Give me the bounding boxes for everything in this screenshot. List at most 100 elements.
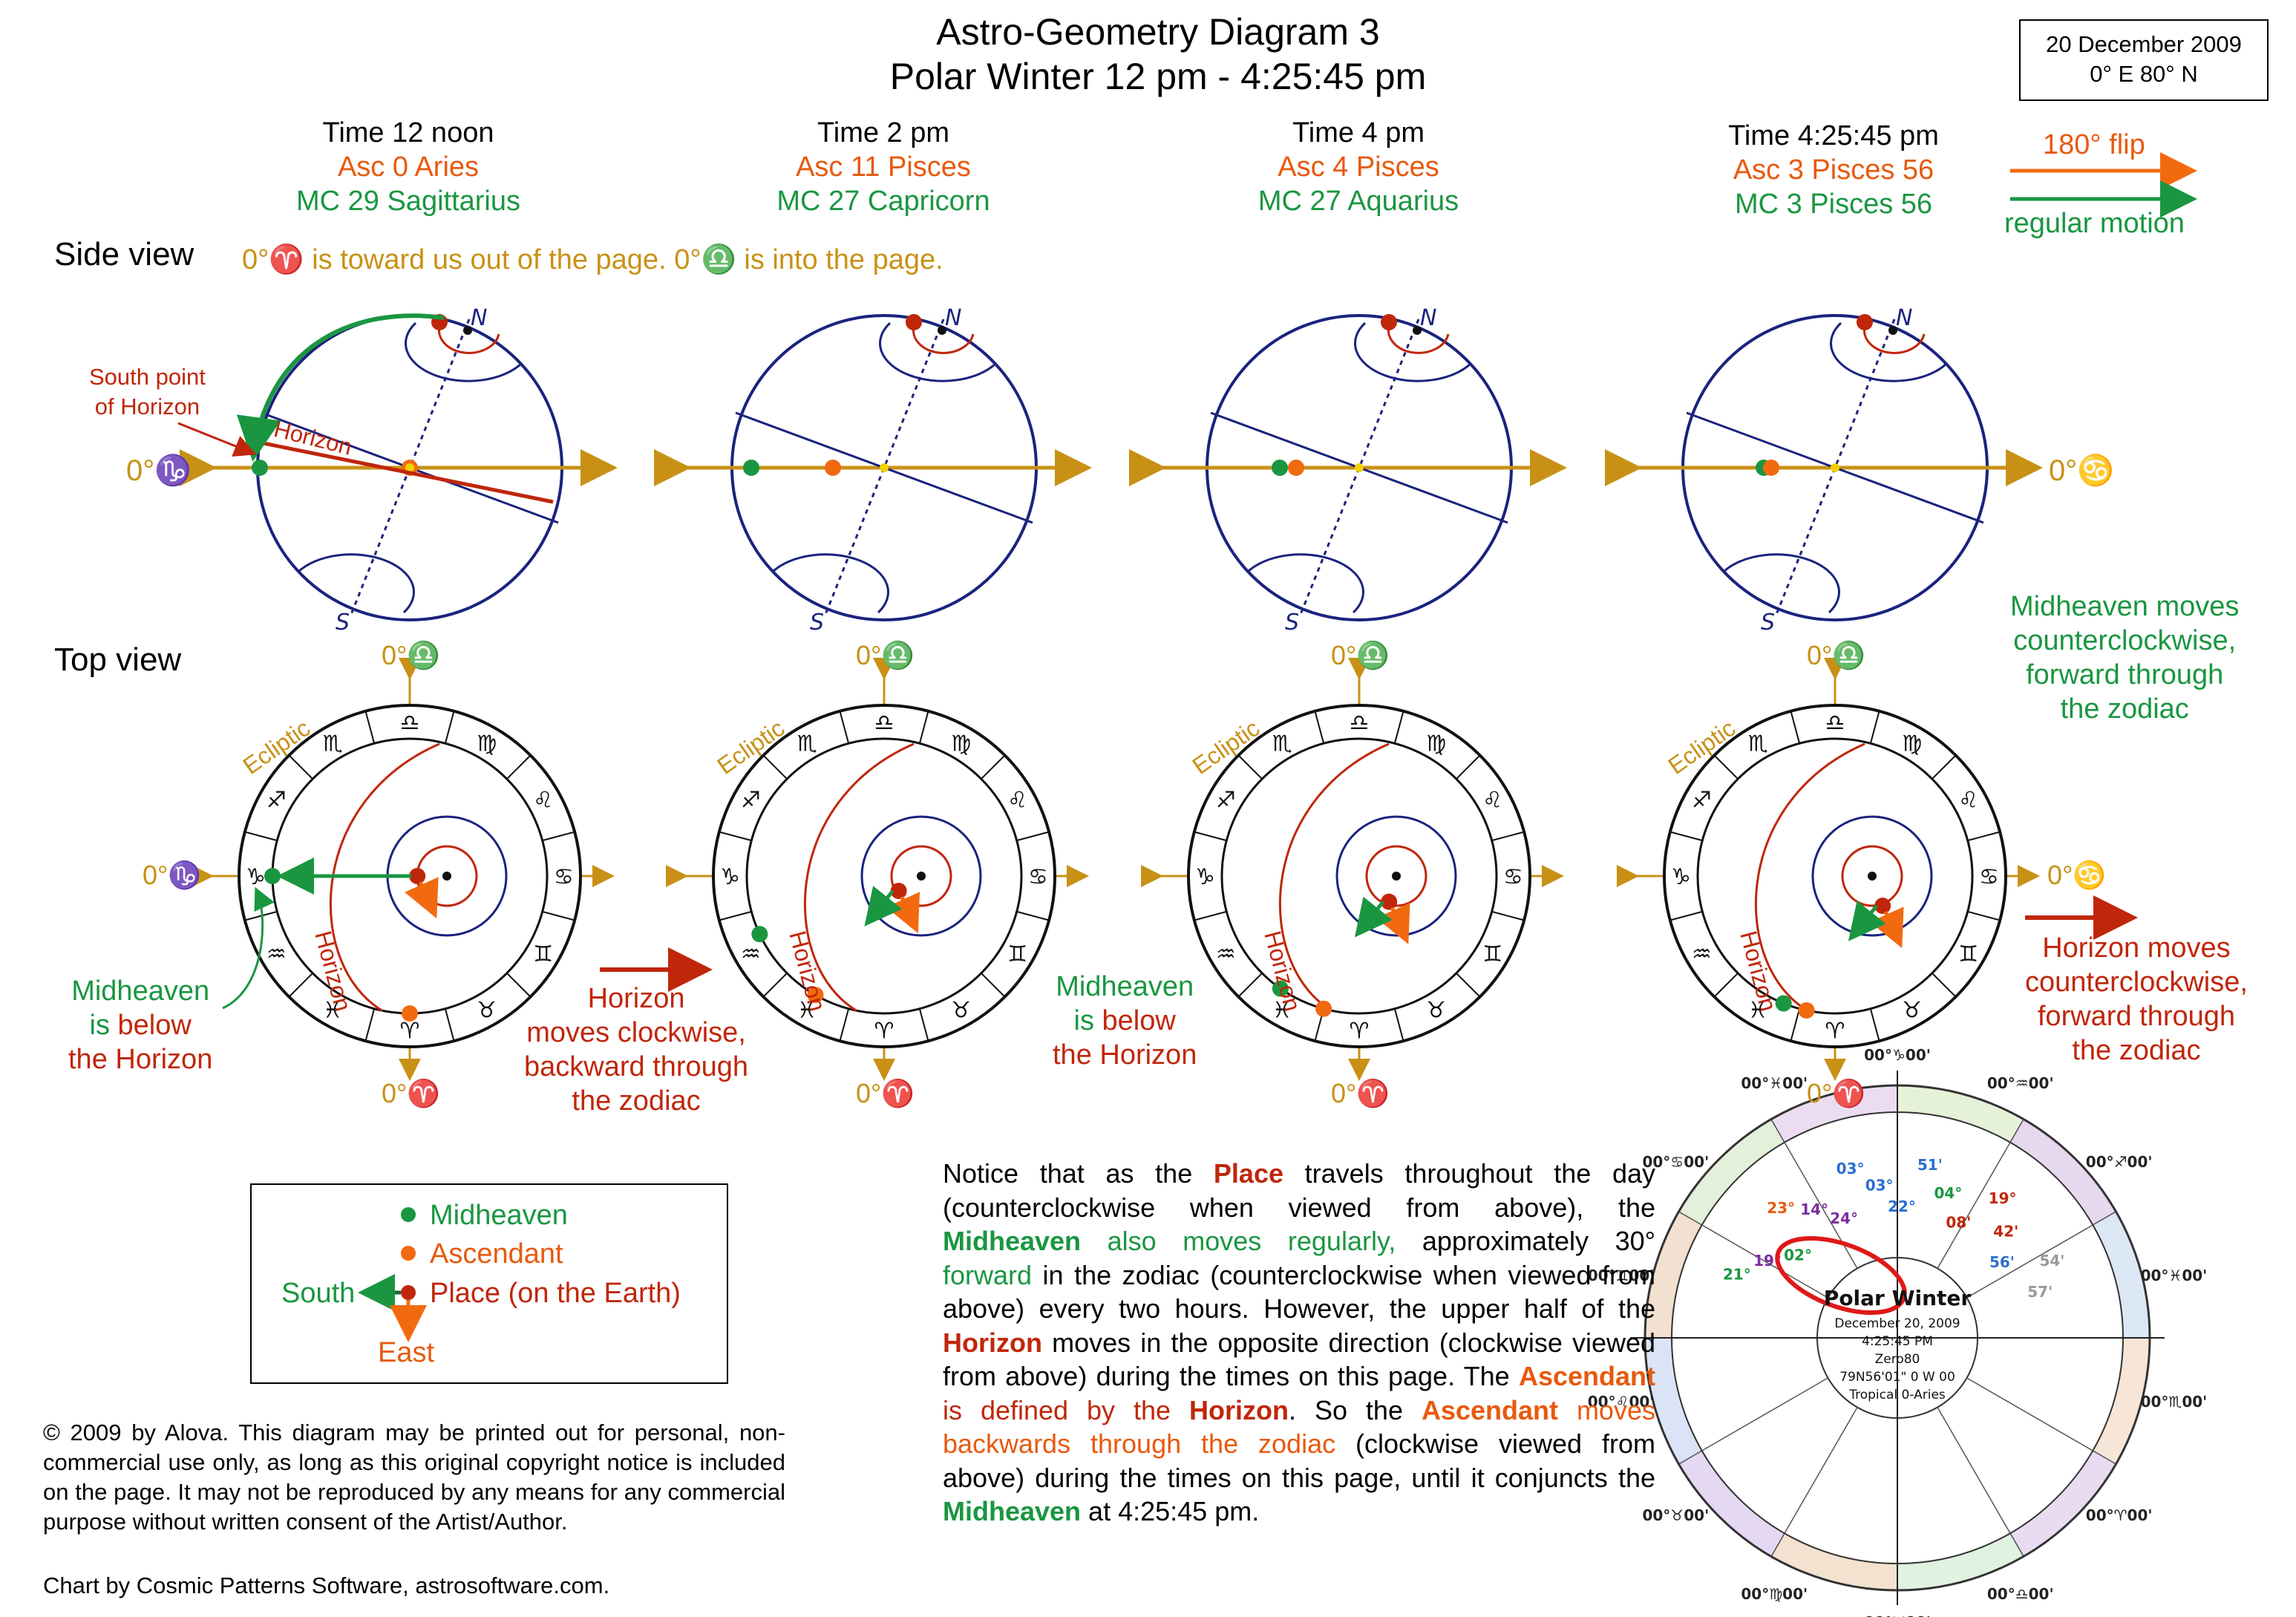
horizon-arc bbox=[1754, 742, 1865, 1012]
mc-below2-line2: is below bbox=[1053, 1004, 1197, 1038]
east-arrow bbox=[886, 892, 920, 934]
ascendant-dot bbox=[825, 460, 841, 476]
zodiac-sign-glyph: ♎ bbox=[400, 710, 420, 736]
zodiac-sign-glyph: ♋ bbox=[1503, 864, 1523, 890]
sign-divider bbox=[762, 754, 788, 780]
top-axis-label: 0°♎ bbox=[856, 640, 915, 670]
para-text: approximately 30° bbox=[1396, 1226, 1656, 1256]
zodiac-sign-glyph: ♌ bbox=[533, 787, 553, 813]
zodiac-sign-glyph: ♎ bbox=[1825, 710, 1845, 736]
horizon-cw-line1: Horizon bbox=[587, 983, 685, 1014]
chart-info-line: Zero80 bbox=[1875, 1352, 1920, 1367]
zodiac-sign-glyph: ♍ bbox=[477, 731, 497, 757]
location-text: 0° E 80° N bbox=[2090, 61, 2198, 87]
date-text: 20 December 2009 bbox=[2046, 31, 2242, 57]
place-dot bbox=[890, 883, 907, 899]
zodiac-sign-glyph: ♒ bbox=[1216, 941, 1236, 967]
planet-degree-label: 51' bbox=[1917, 1156, 1943, 1174]
zodiac-sign-glyph: ♑ bbox=[1195, 864, 1215, 890]
zodiac-sign-glyph: ♓ bbox=[1748, 998, 1768, 1024]
para-ascendant: Ascendant bbox=[1518, 1361, 1655, 1391]
asc-label: Asc 0 Aries bbox=[337, 151, 480, 183]
horizon-ccw-line4: the zodiac bbox=[2072, 1035, 2201, 1066]
south-point-label: South point of Horizon bbox=[89, 362, 206, 422]
mc-below2-line3: the Horizon bbox=[1053, 1039, 1197, 1071]
top-view-panel: ♈♉♊♋♌♍♎♏♐♑♒♓ bbox=[192, 658, 615, 1081]
north-pole-dot bbox=[1413, 326, 1422, 335]
legend-box: Midheaven Ascendant Place (on the Earth)… bbox=[250, 1183, 728, 1384]
horizon-arc bbox=[803, 742, 915, 1012]
east-arrow bbox=[1376, 902, 1410, 944]
place-dot bbox=[409, 868, 426, 884]
place-orbit-arc bbox=[1862, 326, 1926, 354]
sign-divider bbox=[1491, 831, 1525, 842]
midheaven-dot bbox=[1272, 460, 1288, 476]
horizon-ccw-line2: counterclockwise, bbox=[2025, 967, 2248, 998]
house-cusp-line bbox=[1937, 1142, 2011, 1269]
sign-divider bbox=[288, 973, 313, 998]
sign-divider bbox=[506, 754, 532, 780]
cusp-label: 00°♎00' bbox=[1987, 1585, 2054, 1603]
software-credit: Chart by Cosmic Patterns Software, astro… bbox=[43, 1572, 610, 1598]
top-axis-label: 0°♎ bbox=[382, 640, 441, 670]
house-cusp-line bbox=[1784, 1142, 1858, 1269]
planet-degree-label: 23° bbox=[1767, 1199, 1795, 1217]
sign-divider bbox=[1932, 754, 1957, 780]
sign-divider bbox=[719, 831, 752, 842]
zodiac-sign-glyph: ♈ bbox=[400, 1019, 420, 1045]
sign-divider bbox=[1016, 910, 1050, 921]
planet-degree-label: 14° bbox=[1800, 1200, 1828, 1218]
bottom-axis-label: 0°♈ bbox=[1331, 1078, 1390, 1108]
zodiac-sign-glyph: ♓ bbox=[323, 998, 343, 1024]
mc-below-annotation: Midheaven is below the Horizon bbox=[68, 974, 212, 1077]
mc-label: MC 3 Pisces 56 bbox=[1734, 189, 1933, 220]
note-part-a: 0° bbox=[242, 244, 269, 275]
zodiac-sign-glyph: ♏ bbox=[1272, 731, 1292, 757]
midheaven-dot bbox=[743, 460, 759, 476]
place-orbit-arc bbox=[437, 326, 500, 354]
place-dot bbox=[906, 314, 922, 330]
planet-degree-label: 21° bbox=[1723, 1265, 1751, 1283]
cusp-label: 00°♊00' bbox=[1588, 1267, 1655, 1284]
arctic-circle-arc bbox=[1354, 321, 1472, 382]
cusp-label: 00°♐00' bbox=[2086, 1153, 2153, 1171]
cusp-label: 00°♓00' bbox=[1741, 1074, 1808, 1092]
bottom-axis-label: 0°♈ bbox=[856, 1078, 915, 1108]
sign-divider bbox=[1790, 1008, 1801, 1042]
horizon-clockwise-annotation: Horizon moves clockwise, backward throug… bbox=[524, 981, 748, 1118]
antarctic-circle-arc bbox=[771, 553, 889, 614]
zodiac-sign-glyph: ♍ bbox=[1902, 731, 1922, 757]
south-arrow bbox=[1848, 901, 1886, 941]
libra-glyph: ♎ bbox=[701, 244, 745, 275]
horizon-cw-line3: backward through bbox=[524, 1051, 749, 1082]
sign-divider bbox=[288, 754, 313, 780]
side-view-panel: NS bbox=[180, 305, 618, 636]
para-midheaven-2: Midheaven bbox=[943, 1496, 1082, 1526]
mc-label: MC 27 Capricorn bbox=[776, 186, 990, 217]
south-pole-label: S bbox=[810, 610, 824, 636]
mc-below-pointer bbox=[222, 886, 275, 1010]
zodiac-sign-glyph: ♈ bbox=[1825, 1019, 1845, 1045]
horizon-ccw-line3: forward through bbox=[2037, 1001, 2236, 1032]
midheaven-dot bbox=[252, 460, 268, 476]
center-dot bbox=[880, 463, 889, 472]
sign-divider bbox=[1016, 831, 1050, 842]
zodiac-sign-glyph: ♒ bbox=[741, 941, 761, 967]
north-pole-dot bbox=[938, 326, 946, 335]
cusp-label: 00°♍00' bbox=[1741, 1585, 1808, 1603]
south-point-pointer bbox=[177, 422, 257, 457]
zodiac-sign-glyph: ♌ bbox=[1482, 787, 1502, 813]
side-view-panel: NS bbox=[1605, 305, 2043, 636]
sign-divider bbox=[719, 910, 752, 921]
zodiac-sign-glyph: ♌ bbox=[1007, 787, 1027, 813]
zodiac-sign-glyph: ♐ bbox=[266, 787, 287, 813]
mc-below2-is: is bbox=[1073, 1005, 1102, 1036]
sign-divider bbox=[1790, 710, 1801, 744]
place-dot bbox=[1381, 314, 1397, 330]
planet-degree-label: 54' bbox=[2039, 1252, 2064, 1270]
legend-south: South bbox=[281, 1278, 356, 1309]
sign-divider bbox=[542, 831, 575, 842]
side-view-panel: NS bbox=[1129, 305, 1567, 636]
sign-divider bbox=[1713, 754, 1739, 780]
place-path-circle bbox=[890, 845, 952, 907]
